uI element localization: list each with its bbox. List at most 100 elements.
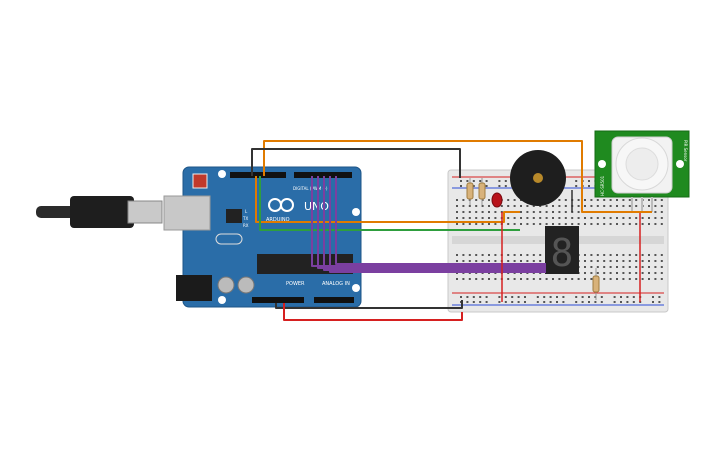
rail-hole[interactable] (517, 301, 520, 303)
breadboard-hole[interactable] (571, 278, 574, 280)
breadboard-hole[interactable] (539, 211, 542, 213)
breadboard-hole[interactable] (584, 260, 586, 262)
wire-red-5v[interactable] (283, 303, 463, 321)
breadboard-hole[interactable] (564, 211, 567, 213)
breadboard-hole[interactable] (564, 199, 567, 201)
breadboard-hole[interactable] (571, 223, 574, 225)
breadboard-hole[interactable] (635, 254, 638, 256)
breadboard-hole[interactable] (641, 223, 644, 225)
breadboard-hole[interactable] (475, 205, 478, 207)
breadboard-hole[interactable] (488, 278, 490, 280)
breadboard-hole[interactable] (622, 260, 625, 262)
breadboard-hole[interactable] (584, 217, 586, 219)
breadboard-hole[interactable] (507, 199, 510, 201)
breadboard-hole[interactable] (616, 217, 618, 219)
breadboard-hole[interactable] (564, 278, 567, 280)
breadboard-hole[interactable] (539, 254, 542, 256)
breadboard-hole[interactable] (628, 199, 631, 201)
breadboard-hole[interactable] (654, 199, 657, 201)
breadboard-hole[interactable] (481, 260, 484, 262)
breadboard-hole[interactable] (507, 205, 510, 207)
breadboard-hole[interactable] (622, 272, 625, 274)
digital-header-left[interactable] (230, 172, 286, 178)
breadboard-hole[interactable] (622, 254, 625, 256)
breadboard-hole[interactable] (468, 223, 471, 225)
wire-purple-seg-b[interactable] (317, 176, 546, 269)
rail-hole[interactable] (504, 296, 507, 298)
breadboard-hole[interactable] (475, 217, 478, 219)
rail-hole[interactable] (524, 296, 526, 298)
breadboard-hole[interactable] (475, 199, 478, 201)
rail-hole[interactable] (652, 301, 654, 303)
breadboard-hole[interactable] (648, 278, 650, 280)
breadboard-hole[interactable] (641, 272, 644, 274)
breadboard-hole[interactable] (462, 223, 465, 225)
breadboard-hole[interactable] (590, 205, 593, 207)
breadboard-hole[interactable] (539, 205, 542, 207)
breadboard-hole[interactable] (654, 260, 657, 262)
breadboard-hole[interactable] (475, 211, 478, 213)
wire-black-gnd-bottom[interactable] (275, 300, 463, 309)
breadboard-hole[interactable] (577, 217, 580, 219)
breadboard-hole[interactable] (481, 278, 484, 280)
breadboard-hole[interactable] (628, 223, 631, 225)
breadboard-hole[interactable] (513, 223, 516, 225)
breadboard-hole[interactable] (539, 278, 542, 280)
breadboard-hole[interactable] (526, 254, 529, 256)
rail-hole[interactable] (485, 296, 488, 298)
rail-hole[interactable] (498, 185, 501, 187)
breadboard-hole[interactable] (603, 223, 606, 225)
breadboard-hole[interactable] (481, 199, 484, 201)
breadboard-hole[interactable] (520, 211, 522, 213)
breadboard-hole[interactable] (507, 254, 510, 256)
breadboard-hole[interactable] (603, 260, 606, 262)
breadboard-hole[interactable] (462, 254, 465, 256)
breadboard-hole[interactable] (488, 217, 490, 219)
rail-hole[interactable] (613, 301, 616, 303)
breadboard-hole[interactable] (545, 205, 548, 207)
breadboard-hole[interactable] (616, 223, 618, 225)
breadboard-hole[interactable] (462, 205, 465, 207)
breadboard-hole[interactable] (513, 278, 516, 280)
breadboard-hole[interactable] (584, 272, 586, 274)
breadboard-hole[interactable] (654, 205, 657, 207)
breadboard-hole[interactable] (532, 278, 535, 280)
breadboard-hole[interactable] (552, 205, 554, 207)
breadboard-hole[interactable] (507, 278, 510, 280)
breadboard-hole[interactable] (526, 205, 529, 207)
breadboard-hole[interactable] (641, 260, 644, 262)
breadboard-hole[interactable] (603, 199, 606, 201)
rail-hole[interactable] (620, 296, 622, 298)
breadboard-hole[interactable] (468, 211, 471, 213)
analog-header[interactable] (314, 297, 354, 303)
rail-hole[interactable] (575, 301, 578, 303)
rail-hole[interactable] (485, 301, 488, 303)
breadboard-hole[interactable] (494, 278, 497, 280)
breadboard-hole[interactable] (641, 278, 644, 280)
wire-orange-buzzer[interactable] (255, 176, 520, 223)
breadboard-hole[interactable] (481, 205, 484, 207)
rail-hole[interactable] (581, 296, 584, 298)
breadboard-hole[interactable] (552, 211, 554, 213)
rail-hole[interactable] (466, 301, 469, 303)
breadboard-hole[interactable] (507, 217, 510, 219)
breadboard-hole[interactable] (648, 223, 650, 225)
breadboard-hole[interactable] (532, 217, 535, 219)
breadboard-hole[interactable] (635, 272, 638, 274)
breadboard-hole[interactable] (609, 278, 612, 280)
breadboard-hole[interactable] (488, 260, 490, 262)
breadboard-hole[interactable] (635, 260, 638, 262)
breadboard-hole[interactable] (596, 272, 599, 274)
arduino-board[interactable]: ARDUINO UNO DIGITAL (PWM ~) POWER ANALOG… (163, 166, 362, 308)
breadboard-hole[interactable] (628, 272, 631, 274)
breadboard-hole[interactable] (609, 199, 612, 201)
breadboard-hole[interactable] (660, 266, 663, 268)
power-header[interactable] (252, 297, 304, 303)
rail-hole[interactable] (626, 301, 629, 303)
breadboard-hole[interactable] (609, 223, 612, 225)
rail-hole[interactable] (575, 296, 578, 298)
breadboard-hole[interactable] (539, 217, 542, 219)
breadboard-hole[interactable] (622, 217, 625, 219)
breadboard-hole[interactable] (584, 199, 586, 201)
rail-hole[interactable] (511, 296, 514, 298)
